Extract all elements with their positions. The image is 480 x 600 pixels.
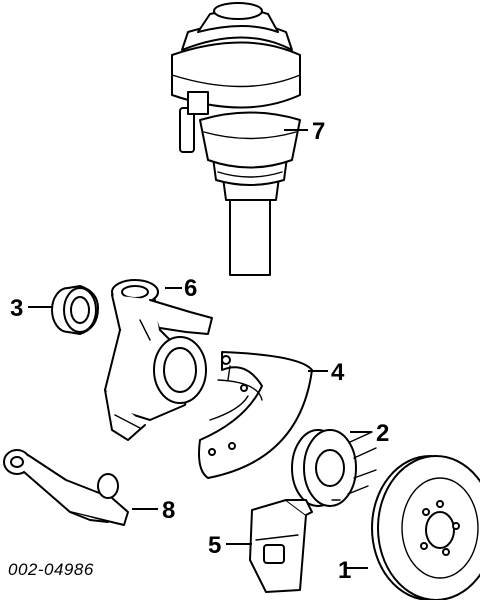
dust-shield-icon (198, 351, 313, 479)
callout-8: 8 (162, 497, 175, 524)
callout-1: 1 (338, 557, 351, 584)
wheel-bearing-icon (51, 285, 99, 335)
strut-assembly-icon (171, 2, 301, 276)
callout-5: 5 (208, 532, 221, 559)
brake-rotor-icon (371, 455, 480, 600)
wheel-hub-icon (291, 429, 377, 507)
callout-6: 6 (184, 275, 197, 302)
brake-caliper-icon (249, 499, 313, 593)
diagram-code: 002-04986 (8, 560, 94, 579)
callout-7: 7 (312, 118, 325, 145)
callout-2: 2 (376, 420, 389, 447)
callout-3: 3 (10, 295, 23, 322)
steering-knuckle-icon (104, 279, 213, 441)
control-arm-icon (3, 449, 129, 526)
callout-4: 4 (331, 359, 345, 386)
